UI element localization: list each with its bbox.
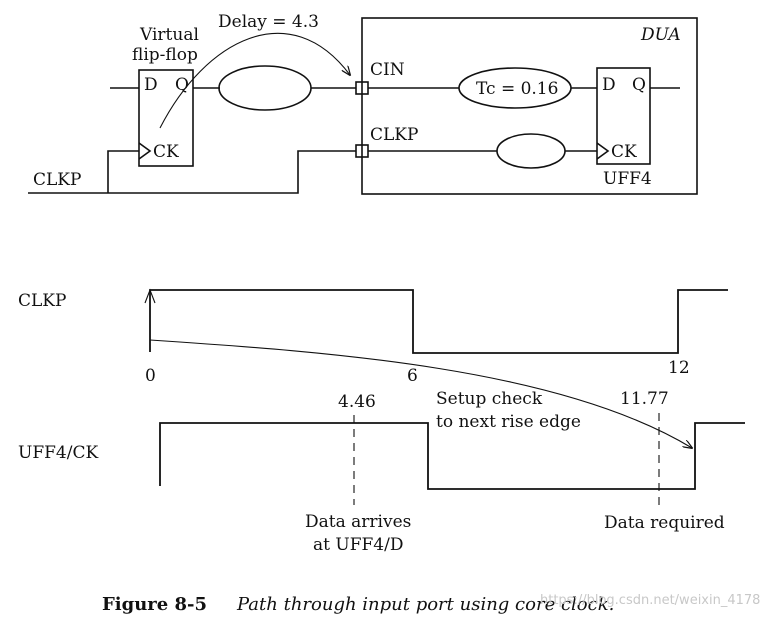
cin-port-label: CIN — [370, 60, 405, 80]
virtual-ff-pin-ck: CK — [153, 142, 179, 162]
clkp-waveform — [149, 289, 728, 354]
required-value: 11.77 — [620, 389, 669, 409]
uff4-pin-ck: CK — [611, 142, 637, 162]
timing-waveforms: CLKP 0 6 12 Setup check to next rise edg… — [18, 288, 745, 555]
uff4-clock-triangle — [596, 142, 610, 160]
clkp-port-label: CLKP — [370, 125, 418, 145]
clkp-wave-label: CLKP — [18, 291, 66, 311]
delay-arc-arrow — [159, 33, 350, 129]
caption-text: Path through input port using core clock… — [236, 594, 614, 615]
virtual-ff-label-line1: Virtual — [139, 25, 199, 45]
virtual-ff-box — [138, 69, 194, 167]
virtual-ff-pin-d: D — [144, 75, 158, 95]
figure-caption: Figure 8-5 Path through input port using… — [102, 594, 614, 615]
required-label: Data required — [604, 513, 725, 533]
tick-0: 0 — [145, 366, 156, 386]
clkp-rise-arrow — [144, 288, 156, 304]
clkp-external-wire — [28, 150, 356, 194]
uff4-pin-q: Q — [632, 75, 646, 95]
arrive-label-line2: at UFF4/D — [313, 535, 403, 555]
uff4-flip-flop: D Q CK UFF4 — [596, 67, 680, 189]
uff4-label: UFF4 — [603, 169, 652, 189]
uff4-box — [596, 67, 651, 165]
input-delay-ellipse — [218, 65, 312, 111]
watermark-text: https://blog.csdn.net/weixin_41788560 — [540, 593, 760, 608]
tick-6: 6 — [407, 366, 418, 386]
uff4ck-wave-label: UFF4/CK — [18, 443, 98, 463]
uff4-pin-d: D — [602, 75, 616, 95]
virtual-ff-pin-q: Q — [175, 75, 189, 95]
arrive-value: 4.46 — [338, 392, 376, 412]
clkp-input-label: CLKP — [33, 170, 81, 190]
caption-number: Figure 8-5 — [102, 594, 207, 615]
setup-check-arc-arrow — [149, 339, 692, 448]
dua-box — [361, 17, 698, 195]
virtual-ff-label-line2: flip-flop — [132, 45, 198, 65]
virtual-flip-flop: Virtual flip-flop D Q CK — [132, 25, 199, 167]
tc-label: Tc = 0.16 — [476, 79, 558, 99]
uff4ck-waveform — [159, 422, 745, 490]
setup-check-line1: Setup check — [436, 389, 543, 409]
delay-label: Delay = 4.3 — [218, 12, 319, 32]
schematic: Virtual flip-flop D Q CK Delay = 4.3 CLK… — [28, 12, 698, 195]
tick-12: 12 — [668, 358, 690, 378]
clock-buffer-ellipse — [496, 133, 566, 169]
dua-label: DUA — [640, 25, 681, 45]
clkp-to-virtual-ff-wire — [107, 150, 139, 193]
arrive-label-line1: Data arrives — [305, 512, 411, 532]
dua-block: DUA CIN CLKP Tc = 0.16 D Q CK — [355, 17, 698, 195]
virtual-ff-clock-triangle — [138, 142, 152, 160]
setup-check-line2: to next rise edge — [436, 412, 581, 432]
